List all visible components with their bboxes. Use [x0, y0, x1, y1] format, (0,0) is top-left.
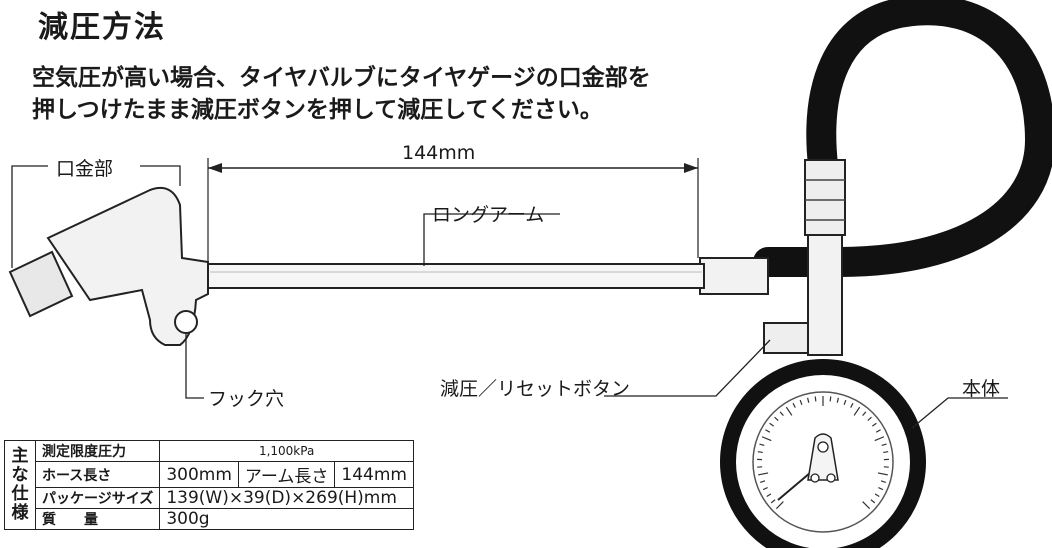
spec-value-hose: 300mm [159, 461, 239, 488]
spec-label-weight: 質 量 [34, 508, 161, 530]
instruction-line-2: 押しつけたまま減圧ボタンを押して減圧してください。 [32, 97, 603, 123]
gauge-tick [862, 411, 867, 417]
gauge-tick [862, 501, 871, 510]
chuck-nozzle [8, 250, 74, 318]
spec-side-char: 仕 [11, 484, 29, 504]
spec-value-package: 139(W)×39(D)×269(H)mm [159, 487, 414, 509]
release-button-shape [763, 322, 809, 354]
gauge-tick [762, 486, 768, 491]
gauge-tick [883, 451, 889, 454]
gauge-tick [836, 397, 839, 403]
dimension-label: 144mm [402, 142, 476, 164]
gauge-tick [766, 493, 772, 497]
spec-value-max-pressure: 1,100kPa [159, 440, 414, 462]
gauge-tick [765, 429, 771, 433]
gauge-tick [760, 480, 766, 483]
gauge-tick [843, 399, 847, 405]
gauge-tick [761, 436, 772, 442]
spec-value-arm: 144mm [334, 461, 414, 488]
gauge-tick [769, 422, 775, 427]
spec-row-max-pressure: 主 な 仕 様 測定限度圧力 1,100kPa [4, 440, 414, 530]
gauge-tick [878, 486, 884, 491]
instruction-line-1: 空気圧が高い場合、タイヤバルブにタイヤゲージの口金部を [32, 65, 651, 91]
label-body: 本体 [962, 378, 1001, 400]
gauge-tick [779, 411, 784, 417]
label-long-arm: ロングアーム [432, 204, 545, 226]
gauge-tick [881, 443, 887, 447]
gauge-tick [774, 416, 779, 422]
gauge-tick [814, 396, 817, 402]
gauge-tick [867, 416, 872, 422]
body-neck [807, 234, 843, 356]
gauge-tick [770, 499, 776, 504]
page-title: 減圧方法 [38, 10, 166, 45]
spec-label-max-pressure: 測定限度圧力 [34, 440, 161, 462]
spec-value-weight: 300g [159, 508, 414, 530]
spec-side-char: 様 [11, 503, 29, 523]
long-arm [207, 263, 705, 289]
gauge-tick [875, 429, 881, 433]
label-chuck: 口金部 [56, 158, 114, 180]
spec-row-package: パッケージサイズ 139(W)×39(D)×269(H)mm [5, 487, 414, 509]
gauge-tick [853, 406, 861, 416]
gauge-tick [807, 397, 810, 403]
gauge-tick [874, 436, 885, 442]
gauge-tick [792, 402, 796, 408]
arm-connector [699, 257, 769, 295]
label-hook-hole: フック穴 [208, 388, 285, 410]
hose-collar [804, 159, 846, 236]
gauge-tick [775, 501, 784, 510]
gauge-ticks [757, 396, 889, 510]
gauge-tick [880, 480, 886, 483]
gauge-tick [758, 472, 769, 476]
gauge-tick [785, 406, 793, 416]
spec-side-char: な [11, 465, 29, 485]
spec-side-char: 主 [11, 446, 29, 466]
hose [753, 0, 1052, 277]
gauge-tick [870, 499, 876, 504]
spec-row-weight: 質 量 300g [5, 508, 414, 530]
gauge-tick [877, 472, 888, 476]
spec-label-arm: アーム長さ [237, 461, 336, 488]
gauge-pivot [807, 433, 839, 481]
spec-table: 主 な 仕 様 測定限度圧力 1,100kPa ホース長さ 300mm アーム長… [4, 440, 414, 530]
spec-label-hose: ホース長さ [34, 461, 161, 488]
gauge-tick [874, 493, 880, 497]
gauge-tick [871, 422, 877, 427]
gauge-tick [759, 443, 765, 447]
hook-hole [174, 310, 198, 334]
spec-side-label: 主 な 仕 様 [4, 440, 36, 530]
spec-row-hose: ホース長さ 300mm アーム長さ 144mm [5, 461, 414, 488]
gauge-tick [757, 451, 763, 454]
spec-label-package: パッケージサイズ [34, 487, 161, 509]
gauge-tick [799, 399, 803, 405]
gauge-tick [850, 402, 854, 408]
gauge-tick [829, 396, 832, 402]
label-release-button: 減圧／リセットボタン [440, 378, 631, 400]
